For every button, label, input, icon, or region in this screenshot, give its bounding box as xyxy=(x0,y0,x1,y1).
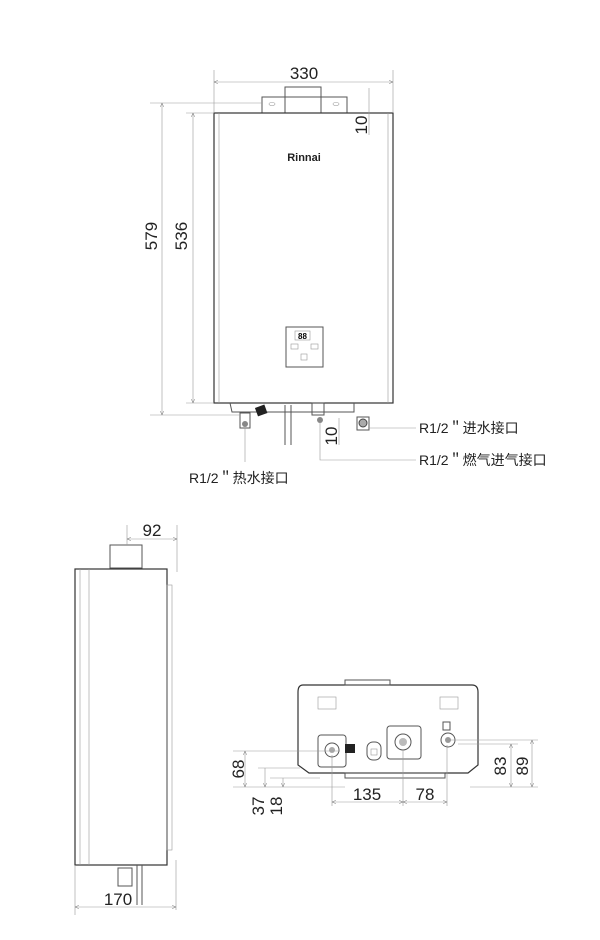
label-water-inlet: R1/2＂进水接口 xyxy=(419,420,519,436)
brand-logo: Rinnai xyxy=(287,152,321,164)
heater-body-bottom xyxy=(297,684,479,774)
front-view: Rinnai 88 330 579 536 10 1 xyxy=(142,64,547,486)
panel-display: 88 xyxy=(298,332,307,341)
dim-flue-offset-92: 92 xyxy=(143,521,162,540)
dim-89: 89 xyxy=(513,757,532,776)
dim-78: 78 xyxy=(416,785,435,804)
dim-135: 135 xyxy=(353,785,381,804)
dim-bottom-offset-10: 10 xyxy=(322,427,341,446)
bottom-view: 68 37 18 135 78 83 89 xyxy=(229,679,538,816)
wall-bracket xyxy=(261,96,348,113)
dim-68: 68 xyxy=(229,760,248,779)
heater-body-side xyxy=(74,568,168,866)
heater-body-front xyxy=(213,112,394,404)
label-gas-inlet: R1/2＂燃气进气接口 xyxy=(419,452,547,468)
label-hot-water-outlet: R1/2＂热水接口 xyxy=(189,470,289,486)
side-flue xyxy=(109,544,143,569)
dim-body-height-536: 536 xyxy=(172,222,191,250)
dim-depth-170: 170 xyxy=(104,890,132,909)
side-view: 92 170 xyxy=(74,521,177,915)
dim-total-height-579: 579 xyxy=(142,222,161,250)
dim-83: 83 xyxy=(491,757,510,776)
dim-width-330: 330 xyxy=(290,64,318,83)
flue-outlet xyxy=(284,86,322,114)
dim-37: 37 xyxy=(249,797,268,816)
dim-18: 18 xyxy=(267,797,286,816)
dim-top-offset-10: 10 xyxy=(352,116,371,135)
bottom-fittings xyxy=(229,402,370,445)
control-panel: 88 xyxy=(285,326,324,368)
